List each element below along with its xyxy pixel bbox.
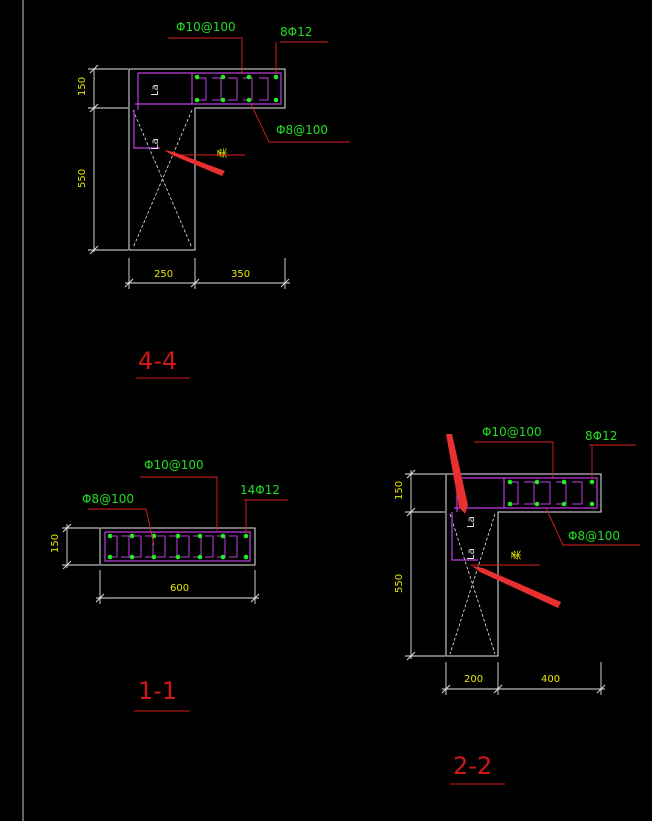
tie-callout: Φ8@100 [568, 529, 620, 543]
dim-web-width: 200 [464, 674, 483, 685]
vertical-dimension [88, 64, 128, 255]
leader-lines [168, 37, 350, 156]
longitudinal-bars [194, 74, 279, 103]
side-mark: 柔 [217, 148, 229, 158]
highlight-arrow [472, 566, 561, 608]
la-label-top: La [466, 516, 477, 528]
section-2-2: La La 柔 Φ10@100 8Φ12 Φ8@100 150 550 [394, 425, 640, 785]
dim-web-height: 550 [77, 169, 88, 188]
longitudinal-bars [107, 533, 249, 560]
web-diagonal [132, 109, 193, 249]
horizontal-dimension [124, 258, 290, 289]
highlight-arrow [164, 150, 225, 176]
dim-flange-width: 400 [541, 674, 560, 685]
concrete-outline [445, 473, 602, 657]
la-label-top: La [150, 84, 161, 96]
section-title: 1-1 [138, 677, 177, 705]
stirrup-callout: Φ10@100 [482, 425, 542, 439]
longitudinal-callout: 8Φ12 [585, 429, 617, 443]
leader-lines [88, 476, 288, 546]
longitudinal-bars [507, 479, 595, 507]
la-label-mid: La [466, 548, 477, 560]
web-diagonal [449, 513, 496, 655]
horizontal-dimension [441, 662, 606, 695]
anchorage-bar [135, 72, 192, 110]
dim-web-height: 550 [394, 574, 405, 593]
dim-flange-thickness: 150 [77, 77, 88, 96]
dim-flange-width: 350 [231, 269, 250, 280]
concrete-outline [128, 68, 286, 251]
anchorage-bar-hook [451, 512, 478, 561]
anchorage-bar-hook [133, 110, 160, 149]
dim-width: 600 [170, 583, 189, 594]
flange-stirrup [503, 477, 598, 509]
horizontal-dimension [95, 570, 260, 604]
highlight-arrow [446, 434, 468, 514]
ties [508, 481, 583, 505]
concrete-outline [99, 527, 256, 566]
vertical-dimension [62, 523, 99, 570]
section-4-4: La La 柔 Φ10@100 8Φ12 Φ8@100 150 550 [77, 20, 350, 379]
stirrup-callout: Φ10@100 [176, 20, 236, 34]
stirrup-callout: Φ10@100 [144, 458, 204, 472]
leader-lines [470, 441, 640, 566]
side-mark: 柔 [511, 550, 523, 560]
dim-height: 150 [50, 534, 61, 553]
flange-stirrup [191, 72, 282, 105]
vertical-dimension [405, 469, 445, 661]
ties [109, 535, 238, 558]
section-title: 2-2 [453, 752, 492, 780]
longitudinal-callout: 14Φ12 [240, 483, 280, 497]
longitudinal-callout: 8Φ12 [280, 25, 312, 39]
tie-callout: Φ8@100 [82, 492, 134, 506]
la-label-mid: La [150, 138, 161, 150]
section-title: 4-4 [138, 347, 177, 375]
dim-flange-thickness: 150 [394, 481, 405, 500]
tie-callout: Φ8@100 [276, 123, 328, 137]
section-1-1: Φ10@100 14Φ12 Φ8@100 150 600 1-1 [50, 458, 288, 712]
stirrup [104, 531, 251, 562]
ties [197, 77, 269, 101]
dim-web-width: 250 [154, 269, 173, 280]
web-diagonal [449, 513, 496, 655]
